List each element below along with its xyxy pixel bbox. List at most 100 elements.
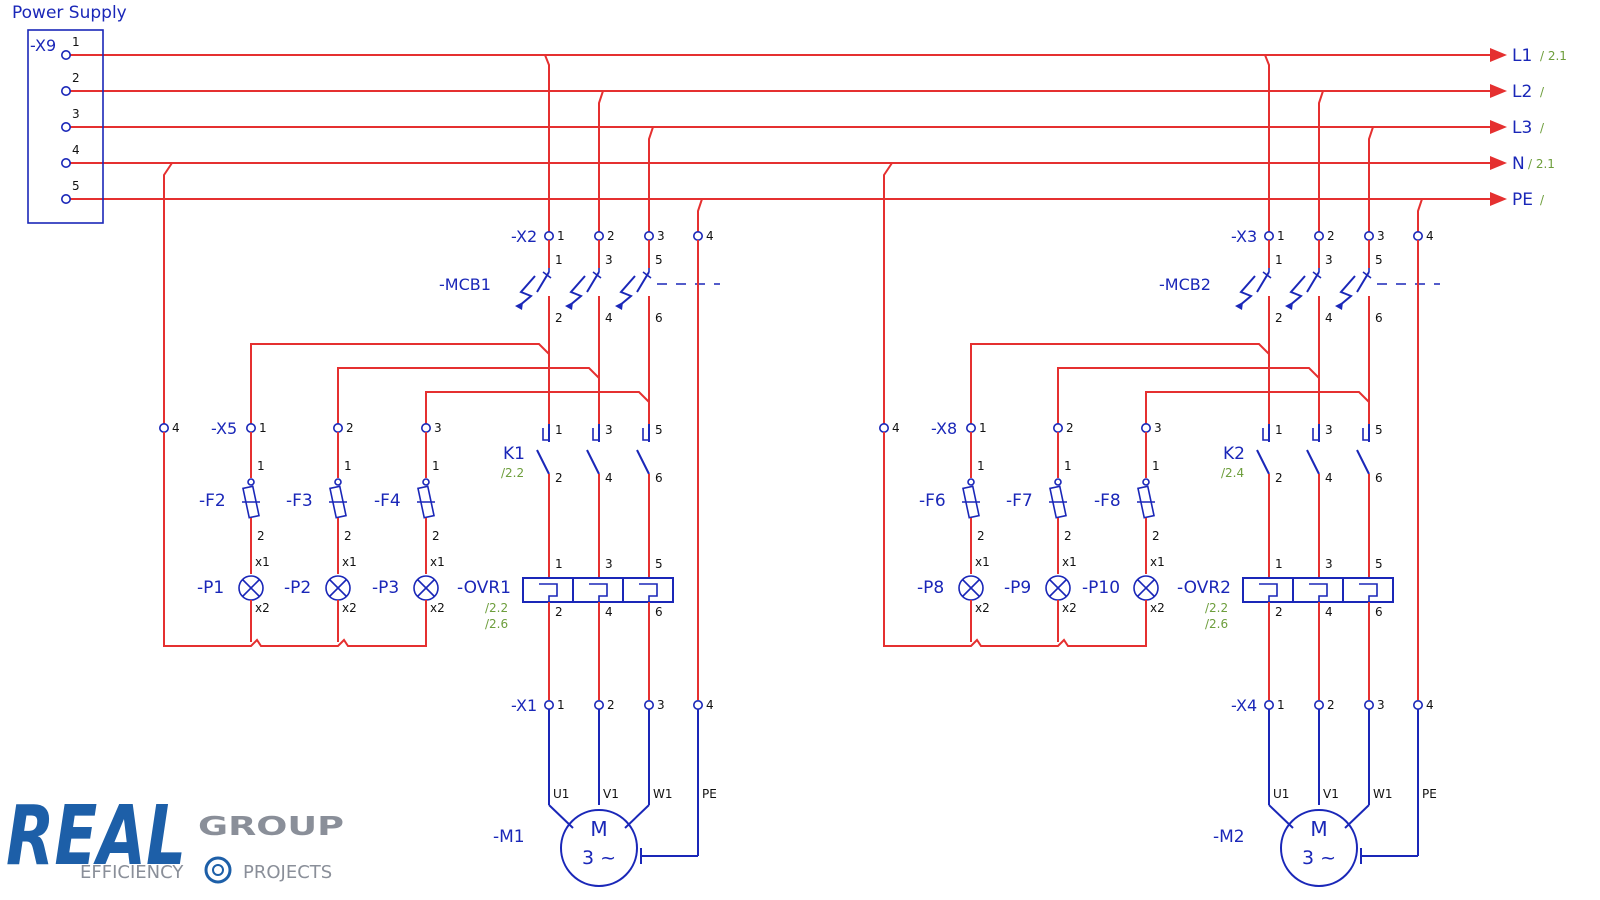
ovr-pin-top: 3: [605, 557, 613, 571]
contactor-terminal-hook: [1362, 428, 1369, 441]
mcb-trip-arrow-icon: [1335, 302, 1343, 310]
logo-tagline-left: EFFICIENCY: [80, 862, 184, 883]
supply-pin-label: 3: [72, 107, 80, 121]
mcb-trip-icon: [568, 275, 586, 307]
fuse-pin-top: 1: [432, 459, 440, 473]
overload-reference: /2.2: [1205, 601, 1228, 615]
ovr-pin-top: 1: [1275, 557, 1283, 571]
line-label: L2: [1512, 82, 1532, 102]
line-label: L1: [1512, 46, 1532, 66]
supply-pin-label: 1: [72, 35, 80, 49]
tap-wire-l1: [544, 54, 550, 236]
neutral-terminal-point: [159, 422, 170, 433]
contactor-pin-top: 1: [1275, 423, 1283, 437]
fuse-body-icon: [962, 485, 980, 519]
contactor-terminal-hook: [1262, 428, 1269, 441]
contactor-pin-bottom: 6: [1375, 471, 1383, 485]
overload-element-icon: [539, 583, 558, 602]
logo-brand: REAL: [6, 789, 186, 884]
supply-terminal-pin: 3: [1377, 229, 1385, 243]
supply-pin-label: 5: [72, 179, 80, 193]
fuse-tag: -F8: [1094, 491, 1121, 511]
motor-terminal-point: [593, 699, 604, 710]
fuse-pin-top: 1: [1064, 459, 1072, 473]
ovr-pin-top: 1: [555, 557, 563, 571]
overload-reference: /2.6: [485, 617, 508, 631]
lamp-terminal-point: [332, 422, 343, 433]
ovr-pin-bottom: 2: [555, 605, 563, 619]
lamp-pin-bottom: x2: [342, 601, 357, 615]
fuse-body-icon: [1049, 485, 1067, 519]
lamp-terminal-pin: 1: [259, 421, 267, 435]
line-arrow-icon: [1490, 156, 1507, 170]
neutral-terminal-pin: 4: [172, 421, 180, 435]
mcb-trip-arrow-icon: [615, 302, 623, 310]
motor-terminal-point: [1364, 699, 1375, 710]
supply-terminal-pin: 3: [657, 229, 665, 243]
mcb-trip-icon: [618, 275, 636, 307]
mcb-pin-bottom: 2: [555, 311, 563, 325]
lamp-pin-top: x1: [1150, 555, 1165, 569]
supply-terminal-point: [60, 194, 71, 205]
fuse-body-icon: [1137, 485, 1155, 519]
supply-terminal-pin: 2: [607, 229, 615, 243]
mcb-pin-bottom: 4: [1325, 311, 1333, 325]
motor-icon: [1280, 809, 1358, 887]
supply-terminal-tag: -X3: [1231, 227, 1257, 246]
fuse-pin-bottom: 2: [344, 529, 352, 543]
motor-pe-label: PE: [702, 787, 717, 801]
lamp-pin-bottom: x2: [975, 601, 990, 615]
mcb-pin-top: 5: [1375, 253, 1383, 267]
supply-terminal-point: [1364, 231, 1375, 242]
supply-terminal-point: [60, 49, 71, 60]
mcb-latch: [1362, 271, 1372, 279]
motor-terminal-pin: 2: [607, 698, 615, 712]
motor-tag: -M1: [493, 827, 525, 847]
fuse-terminal: [334, 478, 342, 486]
neutral-terminal-point: [878, 422, 889, 433]
ovr-pin-bottom: 2: [1275, 605, 1283, 619]
contactor-pin-top: 1: [555, 423, 563, 437]
lamp-terminal-pin: 1: [979, 421, 987, 435]
line-reference: / 2.1: [1540, 49, 1567, 63]
fuse-body-icon: [329, 485, 347, 519]
supply-pin-label: 4: [72, 143, 80, 157]
lamp-pin-top: x1: [255, 555, 270, 569]
mcb-latch: [642, 271, 652, 279]
lamp-terminal-pin: 2: [346, 421, 354, 435]
lamp-terminal-point: [246, 422, 257, 433]
tap-wire-l3: [1368, 126, 1374, 236]
contactor-terminal-hook: [542, 428, 549, 441]
motor-pin-label: U1: [553, 787, 569, 801]
power-supply-title: Power Supply: [12, 3, 127, 23]
overload-reference: /2.6: [1205, 617, 1228, 631]
tap-wire-l2: [598, 90, 604, 236]
lamp-cross: [328, 578, 348, 598]
logo-tagline-right: PROJECTS: [243, 862, 332, 883]
overload-element-icon: [589, 583, 608, 602]
supply-terminal-point: [1264, 231, 1275, 242]
supply-terminal-tag: -X2: [511, 227, 537, 246]
lamp-cross: [416, 578, 436, 598]
lamp-terminal-pin: 3: [1154, 421, 1162, 435]
mcb-latch: [592, 271, 602, 279]
lamp-pin-top: x1: [975, 555, 990, 569]
motor-pe-label: PE: [1422, 787, 1437, 801]
lamp-pin-top: x1: [430, 555, 445, 569]
lamp-terminal-pin: 2: [1066, 421, 1074, 435]
logo-gear-hub: [212, 864, 224, 876]
fuse-terminal: [422, 478, 430, 486]
mcb-pin-top: 1: [555, 253, 563, 267]
overload-tag: -OVR1: [457, 578, 511, 598]
contactor-pin-top: 3: [1325, 423, 1333, 437]
fuse-pin-bottom: 2: [1152, 529, 1160, 543]
lamp-feed-wire: [1057, 367, 1320, 428]
supply-pin-label: 2: [72, 71, 80, 85]
supply-terminal-pin: 1: [1277, 229, 1285, 243]
motor-pin-label: V1: [1323, 787, 1339, 801]
mcb-pin-bottom: 2: [1275, 311, 1283, 325]
